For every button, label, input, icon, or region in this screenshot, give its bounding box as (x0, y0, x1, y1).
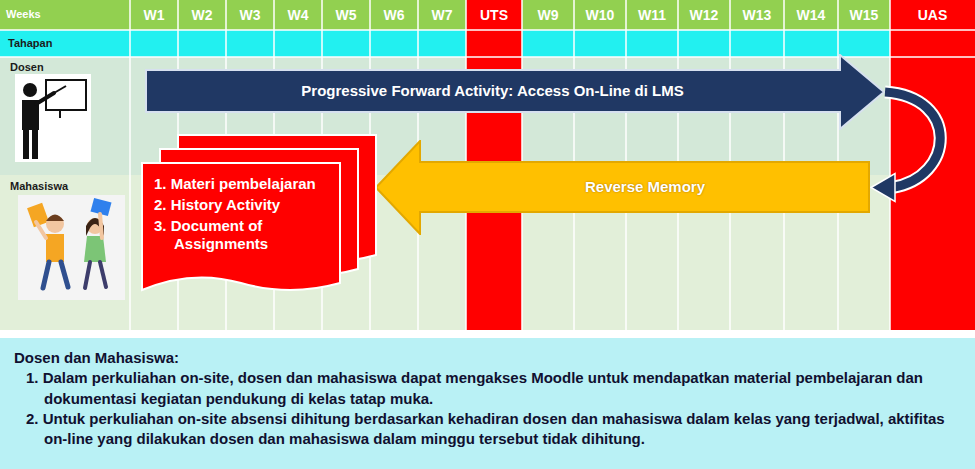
row-label: Tahapan (8, 37, 52, 49)
students-icon (18, 195, 125, 300)
reverse-arrow: Reverse Memory (375, 140, 870, 235)
connector-outline (885, 92, 940, 188)
connector-line (885, 92, 940, 188)
arrow-label-area: Progressive Forward Activity: Access On-… (145, 70, 840, 112)
week-header: W11 (626, 0, 678, 30)
node-text: 1. Dalam perkuliahan on-site, dosen dan … (14, 368, 961, 409)
arrow-label-area: Reverse Memory (420, 162, 870, 212)
week-header: W6 (370, 0, 418, 30)
week-header: Weeks (6, 8, 41, 20)
week-header: W14 (784, 0, 838, 30)
grid-lines (0, 0, 975, 330)
document-stack: 1. Materi pembelajaran 2. History Activit… (140, 133, 380, 297)
arrow-outline (146, 55, 884, 129)
note-ground (0, 338, 975, 469)
forward-arrow: Progressive Forward Activity: Access On-… (145, 54, 885, 130)
grid-background (0, 0, 975, 330)
curved-connector (871, 92, 940, 202)
node-text: 3. Document of Assignments (154, 217, 326, 255)
note-box: Dosen dan Mahasiswa:1. Dalam perkuliahan… (0, 338, 975, 469)
week-header: W15 (838, 0, 890, 30)
week-header: W3 (226, 0, 274, 30)
node-text: 2. Untuk perkuliahan on-site absensi dih… (14, 409, 961, 450)
node-text: Reverse Memory (585, 178, 705, 197)
node-text: Dosen dan Mahasiswa: (14, 348, 961, 368)
week-header: W4 (274, 0, 322, 30)
node-text: Progressive Forward Activity: Access On-… (301, 82, 683, 101)
week-header: W9 (522, 0, 574, 30)
week-header: UTS (466, 0, 522, 30)
document-list: 1. Materi pembelajaran 2. History Activit… (154, 175, 326, 256)
row-label: Mahasiswa (10, 180, 68, 192)
arrow-outline (376, 141, 869, 234)
document-pages (140, 133, 380, 297)
week-header: W2 (178, 0, 226, 30)
node-text: 1. Materi pembelajaran (154, 175, 326, 194)
week-header: W13 (730, 0, 784, 30)
week-header: W10 (574, 0, 626, 30)
week-header: UAS (890, 0, 975, 30)
week-header: W12 (678, 0, 730, 30)
node-text: 2. History Activity (154, 196, 326, 215)
week-header: W1 (130, 0, 178, 30)
document-page (142, 163, 340, 290)
arrowhead (871, 174, 895, 202)
week-header: W5 (322, 0, 370, 30)
row-label: Dosen (10, 61, 44, 73)
week-header: W7 (418, 0, 466, 30)
lecturer-icon (15, 74, 91, 162)
